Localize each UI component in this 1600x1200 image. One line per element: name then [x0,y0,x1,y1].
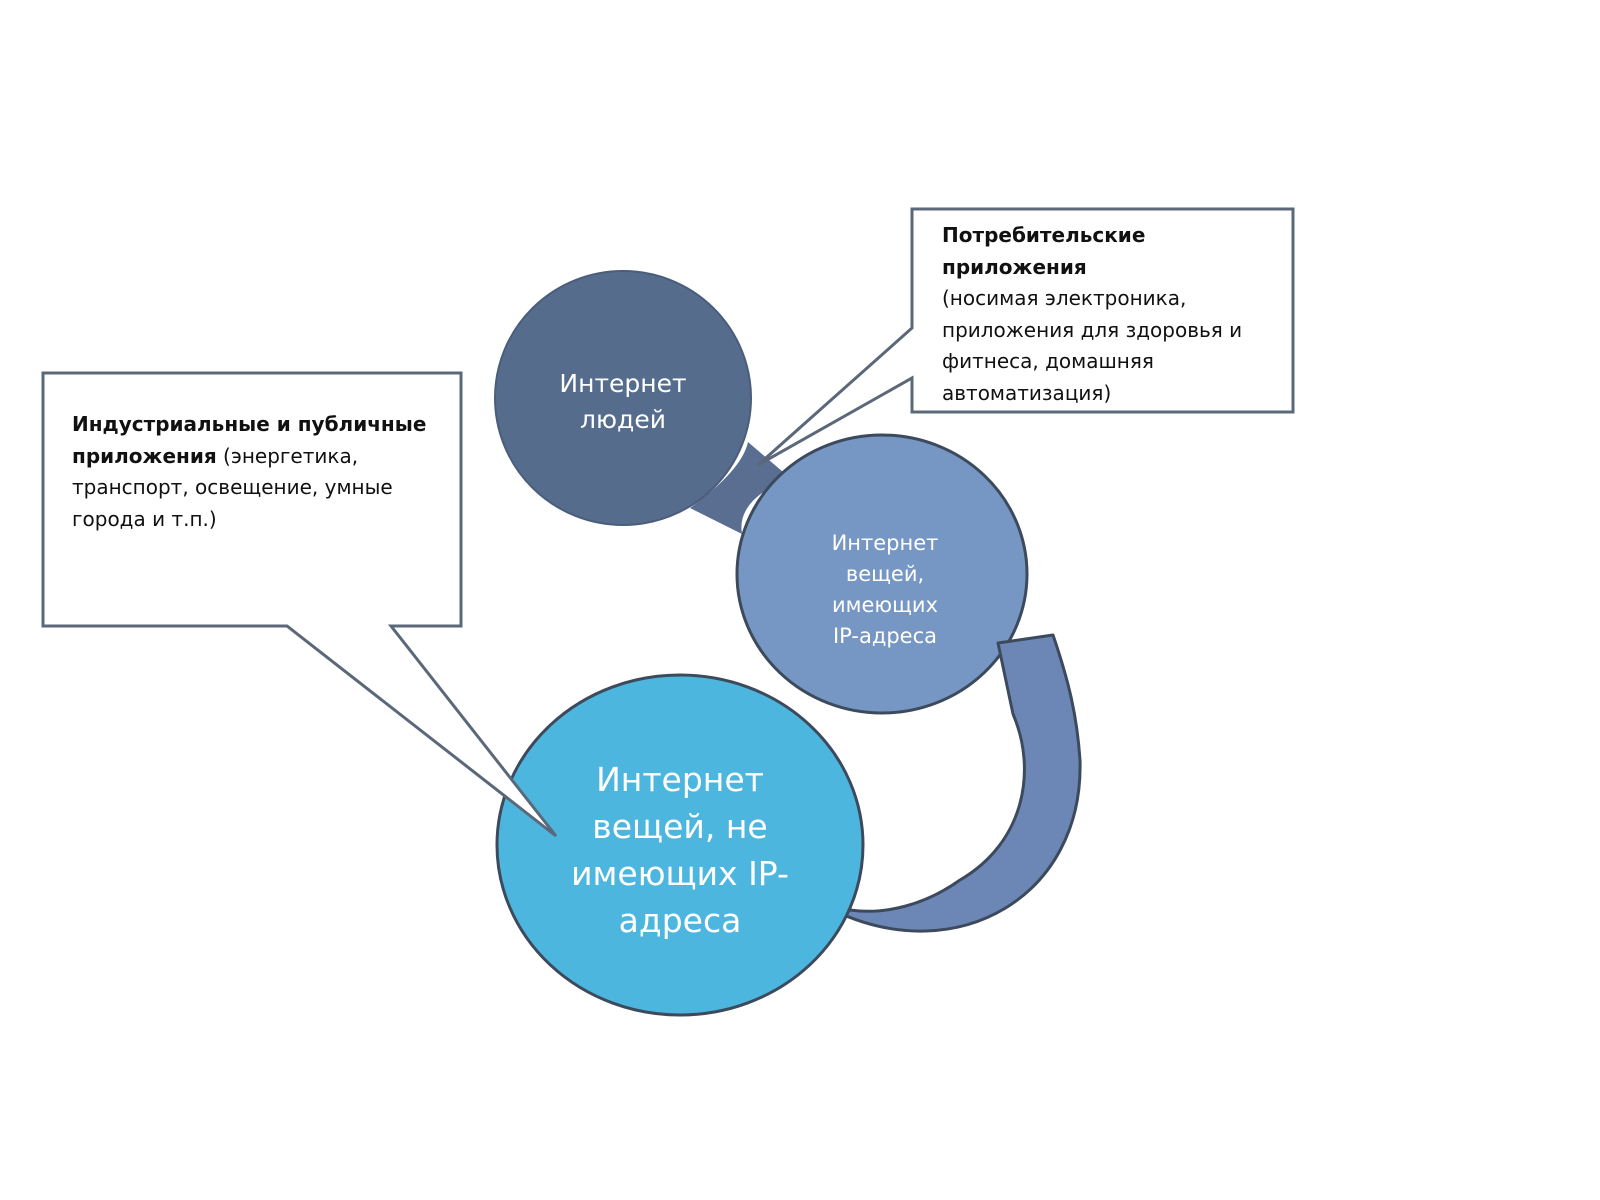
things-with-ip-circle [735,433,1029,715]
people-things-connector [690,442,790,534]
consumer-callout-body: (носимая электроника, приложения для здо… [942,286,1243,405]
consumer-callout-title: Потребительские приложения [942,223,1146,279]
internet-of-people-circle [494,270,752,526]
things-with-ip-label-line1: Интернет [831,531,939,555]
things-with-ip-label-line3: имеющих [832,593,938,617]
consumer-callout-text: Потребительские приложения (носимая элек… [942,220,1292,409]
things-without-ip-label: Интернет вещей, не имеющих IP- адреса [540,720,820,980]
internet-of-people-label: Интернет людей [498,292,748,512]
things-without-ip-label-line4: адреса [618,901,742,940]
things-without-ip-label-line1: Интернет [596,760,764,799]
industrial-callout-box [41,371,558,838]
things-with-ip-label-line2: вещей, [845,562,925,586]
internet-of-people-label-line1: Интернет [559,369,687,398]
internet-of-people-label-line2: людей [580,405,666,434]
things-without-ip-label-line2: вещей, не [592,807,768,846]
things-with-ip-label: Интернет вещей, имеющих IP-адреса [760,470,1010,710]
things-without-ip-label-line3: имеющих IP- [571,854,789,893]
industrial-callout-body: (энергетика, транспорт, освещение, умные… [72,443,393,531]
curved-arrow [833,633,1082,933]
industrial-callout-title: Индустриальные и публичные приложения [72,412,427,468]
things-without-ip-circle [495,673,865,1017]
consumer-callout-box [757,207,1295,467]
things-with-ip-label-line4: IP-адреса [832,624,938,648]
industrial-callout-text: Индустриальные и публичные приложения (э… [72,409,452,535]
